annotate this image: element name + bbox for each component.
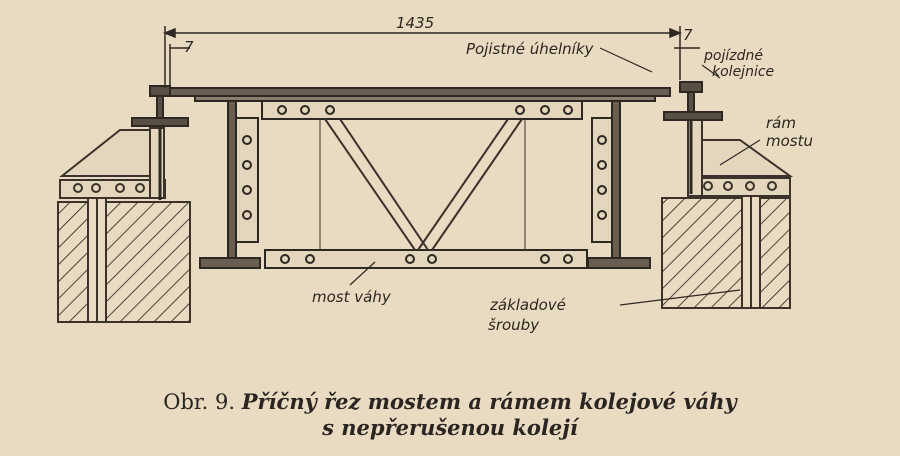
diagonal-bracing xyxy=(319,118,526,251)
left-foundation xyxy=(57,194,191,323)
bridge-top-deck xyxy=(169,87,671,120)
left-moving-rail xyxy=(131,85,189,200)
caption-line-2: s nepřerušenou kolejí xyxy=(0,415,900,441)
label-safety-angles: Pojistné úhelníky xyxy=(466,40,595,58)
caption-title: Příčný řez mostem a rámem kolejové váhy xyxy=(241,389,737,414)
right-main-girder xyxy=(587,100,651,269)
caption-subtitle: s nepřerušenou kolejí xyxy=(322,415,578,440)
bridge-bottom-chord xyxy=(264,249,588,269)
left-frame-bracket xyxy=(59,127,166,199)
left-main-girder xyxy=(199,100,261,269)
leader-lines xyxy=(349,47,761,306)
right-foundation xyxy=(661,191,791,309)
caption-prefix: Obr. 9. xyxy=(163,390,236,414)
right-moving-rail xyxy=(663,81,723,194)
label-scale-bridge: most váhy xyxy=(312,288,392,306)
left-gap-value: 7 xyxy=(184,38,194,56)
right-gap-value: 7 xyxy=(683,26,693,44)
gauge-value: 1435 xyxy=(396,14,434,32)
gauge-dimension xyxy=(162,26,700,88)
caption-line-1: Obr. 9. Příčný řez mostem a rámem kolejo… xyxy=(0,389,900,415)
